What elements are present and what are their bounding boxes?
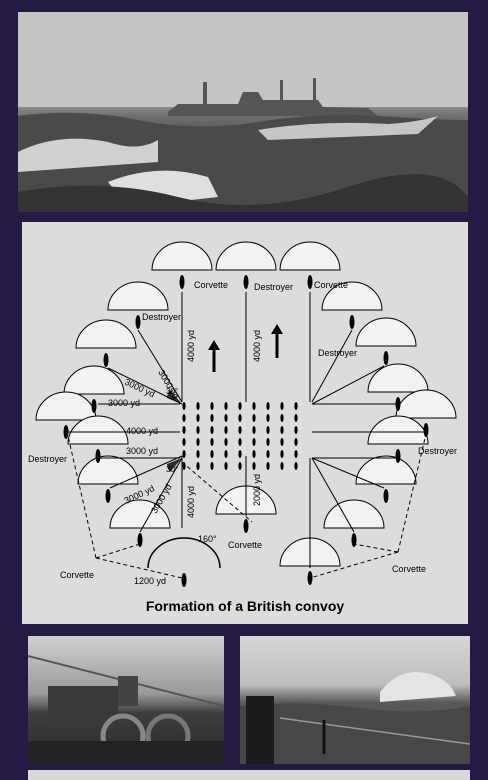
merchant-ship (252, 402, 256, 410)
label-corvette-bottom-right: Corvette (392, 564, 426, 574)
merchant-ship (266, 450, 270, 458)
label-2000yd-vertical: 2000 yd (252, 474, 262, 506)
merchant-ship (252, 426, 256, 434)
sonar-sweep-arcs (35, 241, 457, 569)
merchant-ship (224, 438, 228, 446)
merchant-ship (182, 426, 186, 434)
merchant-ship (210, 402, 214, 410)
merchant-ship (280, 462, 284, 470)
merchant-ship (266, 462, 270, 470)
merchant-ship (280, 450, 284, 458)
label-4000yd-vertical-2: 4000 yd (252, 330, 262, 362)
angle-marks (167, 390, 182, 472)
label-destroyer-left: Destroyer (142, 312, 181, 322)
merchant-ship (210, 414, 214, 422)
label-30-degrees-lower: 30° (166, 465, 178, 474)
label-corvette-top-right: Corvette (314, 280, 348, 290)
label-destroyer-far-left: Destroyer (28, 454, 67, 464)
merchant-ship (294, 426, 298, 434)
label-corvette-rear: Corvette (228, 540, 262, 550)
bottom-panel-edge (28, 770, 470, 780)
label-1200yd: 1200 yd (134, 576, 166, 586)
label-corvette-top: Corvette (194, 280, 228, 290)
merchant-ship-columns (182, 402, 298, 470)
label-4000yd-left: 4000 yd (126, 426, 158, 436)
merchant-ship (294, 414, 298, 422)
merchant-ship (252, 450, 256, 458)
merchant-ship (196, 450, 200, 458)
merchant-ship (224, 426, 228, 434)
label-3000yd-diagonal-mid: 3000 yd (123, 377, 156, 400)
label-30-degrees-upper: 30° (166, 387, 178, 396)
label-corvette-bottom-left: Corvette (60, 570, 94, 580)
merchant-ship (238, 438, 242, 446)
merchant-ship (196, 426, 200, 434)
merchant-ship (196, 462, 200, 470)
merchant-ship (280, 402, 284, 410)
merchant-ship (210, 450, 214, 458)
label-3000yd-left-1: 3000 yd (108, 398, 140, 408)
merchant-ship (210, 426, 214, 434)
merchant-ship (196, 402, 200, 410)
convoy-diagram-svg: Corvette Destroyer Corvette Destroyer De… (28, 241, 457, 587)
merchant-ship (238, 426, 242, 434)
merchant-ship (210, 462, 214, 470)
explosion-image (240, 672, 470, 764)
merchant-ship (224, 462, 228, 470)
label-destroyer-right: Destroyer (318, 348, 357, 358)
photo-depth-charge-explosion (240, 636, 470, 764)
merchant-ship (210, 438, 214, 446)
merchant-ship (182, 438, 186, 446)
merchant-ship (266, 402, 270, 410)
escort-ships (63, 275, 429, 587)
merchant-ship (266, 438, 270, 446)
merchant-ship (224, 414, 228, 422)
distance-lines (68, 292, 424, 568)
merchant-ship (224, 402, 228, 410)
label-4000yd-vertical-3: 4000 yd (186, 486, 196, 518)
merchant-ship (238, 414, 242, 422)
merchant-ship (252, 438, 256, 446)
merchant-ship (266, 426, 270, 434)
merchant-ship (280, 426, 284, 434)
merchant-ship (238, 462, 242, 470)
label-3000yd-left-2: 3000 yd (126, 446, 158, 456)
merchant-ship (196, 414, 200, 422)
merchant-ship (280, 414, 284, 422)
label-4000yd-vertical-1: 4000 yd (186, 330, 196, 362)
convoy-formation-diagram: Corvette Destroyer Corvette Destroyer De… (22, 222, 468, 624)
photo-ship-at-sea (18, 12, 468, 212)
label-destroyer-far-right: Destroyer (418, 446, 457, 456)
photo-ship-deck (28, 636, 224, 764)
merchant-ship (238, 402, 242, 410)
merchant-ship (294, 438, 298, 446)
merchant-ship (252, 462, 256, 470)
merchant-ship (252, 414, 256, 422)
merchant-ship (294, 402, 298, 410)
ship-at-sea-image (18, 12, 468, 212)
label-destroyer-top: Destroyer (254, 282, 293, 292)
merchant-ship (182, 450, 186, 458)
merchant-ship (266, 414, 270, 422)
merchant-ship (294, 450, 298, 458)
merchant-ship (294, 462, 298, 470)
merchant-ship (196, 438, 200, 446)
direction-arrows (208, 324, 283, 372)
merchant-ship (280, 438, 284, 446)
dashed-lines (67, 433, 427, 579)
ship-deck-image (28, 655, 224, 764)
merchant-ship (238, 450, 242, 458)
merchant-ship (224, 450, 228, 458)
label-160-degrees: 160° (198, 534, 217, 544)
merchant-ship (182, 402, 186, 410)
diagram-title: Formation of a British convoy (145, 598, 345, 614)
merchant-ship (182, 414, 186, 422)
